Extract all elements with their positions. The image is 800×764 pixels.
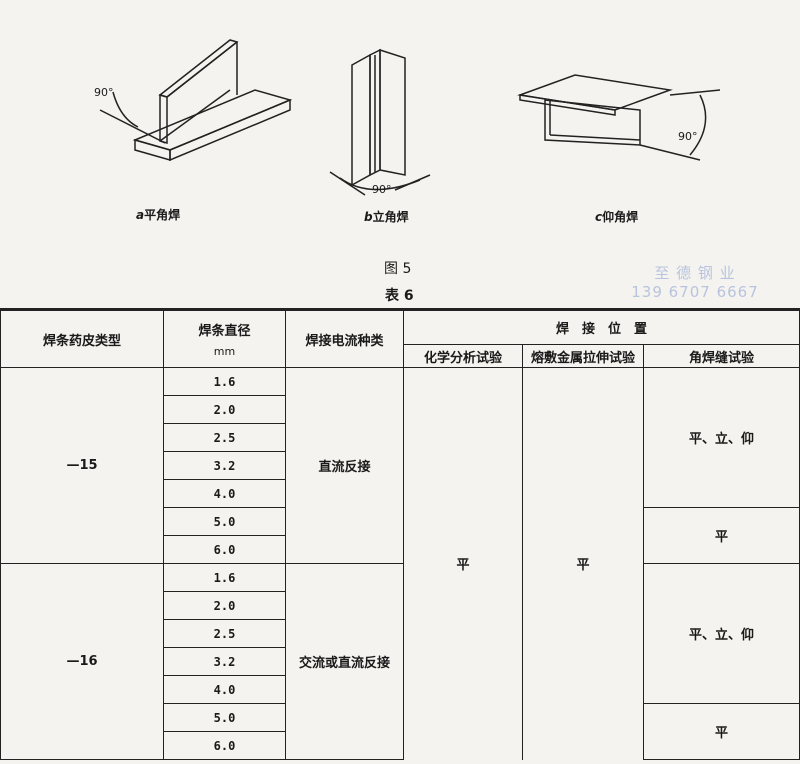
angle-label-a: 90° bbox=[94, 86, 114, 99]
diameter-cell: 4.0 bbox=[163, 479, 286, 508]
angle-label-b: 90° bbox=[372, 183, 392, 196]
figure-title: 图 5 bbox=[384, 261, 412, 277]
table-title: 表 6 bbox=[385, 288, 414, 304]
table-row: 4.0 bbox=[1, 479, 800, 508]
diameter-cell: 6.0 bbox=[163, 731, 286, 760]
diameter-cell: 2.0 bbox=[163, 591, 286, 620]
table-row: 2.5 bbox=[1, 423, 800, 452]
current-cell: 交流或直流反接 bbox=[285, 563, 404, 760]
header-fillet: 角焊缝试验 bbox=[643, 344, 800, 368]
header-chem: 化学分析试验 bbox=[403, 344, 523, 368]
table-row: 5.0 平 bbox=[1, 507, 800, 564]
table-row: 5.0 平 bbox=[1, 703, 800, 760]
type-cell: —15 bbox=[0, 367, 164, 564]
angle-label-c: 90° bbox=[678, 130, 698, 143]
diameter-cell: 4.0 bbox=[163, 675, 286, 704]
type-cell: —16 bbox=[0, 563, 164, 760]
diameter-cell: 1.6 bbox=[163, 563, 286, 592]
table-row: 2.0 bbox=[1, 395, 800, 424]
watermark-phone: 139 6707 6667 bbox=[631, 283, 759, 301]
header-type: 焊条药皮类型 bbox=[0, 309, 164, 368]
vertical-fillet-weld-drawing bbox=[329, 48, 431, 196]
flat-fillet-weld-drawing bbox=[99, 39, 293, 162]
table-row: 3.2 bbox=[1, 451, 800, 480]
caption-a: a平角焊 bbox=[136, 208, 181, 222]
header-position: 焊 接 位 置 bbox=[403, 309, 800, 345]
diameter-cell: 6.0 bbox=[163, 535, 286, 564]
tensile-cell: 平 bbox=[522, 367, 644, 760]
overhead-fillet-weld-drawing bbox=[517, 74, 721, 161]
fillet-cell: 平、立、仰 bbox=[643, 367, 800, 508]
header-current: 焊接电流种类 bbox=[285, 309, 404, 368]
fillet-cell: 平 bbox=[643, 703, 800, 760]
diameter-cell: 5.0 bbox=[163, 703, 286, 732]
caption-b: b立角焊 bbox=[364, 210, 409, 224]
current-cell: 直流反接 bbox=[285, 367, 404, 564]
fillet-cell: 平、立、仰 bbox=[643, 563, 800, 704]
fillet-cell: 平 bbox=[643, 507, 800, 564]
diameter-cell: 5.0 bbox=[163, 507, 286, 536]
diameter-cell: 3.2 bbox=[163, 647, 286, 676]
diameter-cell: 2.5 bbox=[163, 619, 286, 648]
diameter-cell: 3.2 bbox=[163, 451, 286, 480]
watermark-name: 至 德 钢 业 bbox=[654, 264, 736, 282]
diameter-cell: 2.0 bbox=[163, 395, 286, 424]
table-row: 3.2 bbox=[1, 647, 800, 676]
caption-c: c仰角焊 bbox=[595, 210, 639, 224]
table-row: 6.0 bbox=[1, 731, 800, 760]
header-tensile: 熔敷金属拉伸试验 bbox=[522, 344, 644, 368]
figure-5-drawings bbox=[99, 39, 721, 196]
chem-cell: 平 bbox=[403, 367, 523, 760]
diameter-cell: 2.5 bbox=[163, 423, 286, 452]
diameter-cell: 1.6 bbox=[163, 367, 286, 396]
table-row: 4.0 bbox=[1, 675, 800, 704]
